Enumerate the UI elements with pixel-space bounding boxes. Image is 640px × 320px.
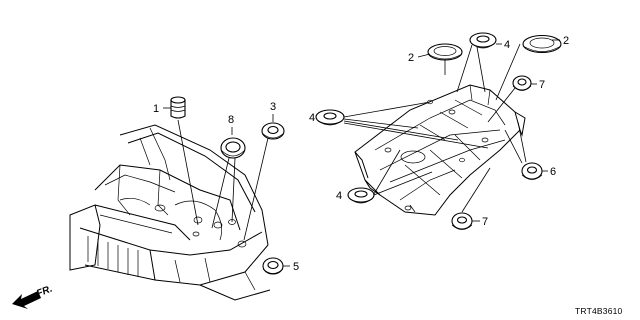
callout-7-top[interactable]: 7	[539, 79, 545, 91]
grommet-part-8	[220, 137, 246, 159]
leader-lines-right	[343, 39, 560, 222]
front-direction-label: FR.	[35, 284, 54, 300]
leader-lines-left	[163, 107, 290, 267]
front-body-assembly	[69, 124, 271, 301]
callout-4-top[interactable]: 4	[504, 39, 510, 51]
callout-6[interactable]: 6	[550, 166, 556, 178]
grommet-part-4a	[469, 32, 497, 49]
grommet-part-4b	[315, 109, 345, 126]
callout-8[interactable]: 8	[228, 114, 234, 126]
plug-part-1	[170, 96, 186, 119]
callout-2-left[interactable]: 2	[408, 52, 414, 64]
callout-2-right[interactable]: 2	[563, 35, 569, 47]
oval-plug-part-2a	[427, 43, 463, 61]
diagram-code: TRT4B3610	[575, 306, 623, 316]
callout-4-left[interactable]: 4	[309, 112, 315, 124]
front-arrow-icon	[12, 291, 41, 309]
front-direction-indicator: FR.	[12, 284, 54, 309]
oval-plug-part-2b	[522, 34, 562, 54]
callout-3[interactable]: 3	[270, 101, 276, 113]
grommet-part-7a	[512, 75, 532, 91]
grommet-part-3	[261, 122, 285, 140]
grommet-part-4c	[347, 187, 375, 204]
callout-5[interactable]: 5	[293, 261, 299, 273]
floor-pan-assembly	[354, 84, 526, 216]
grommet-part-7b	[451, 212, 473, 230]
callout-4-lower[interactable]: 4	[336, 190, 342, 202]
grommet-part-5	[262, 257, 284, 275]
grommet-part-6	[521, 162, 543, 180]
callout-7-bottom[interactable]: 7	[482, 216, 488, 228]
callouts: 1 2 2 3 4 4 4 5 6 7 7 8	[153, 35, 569, 273]
callout-1[interactable]: 1	[153, 103, 159, 115]
